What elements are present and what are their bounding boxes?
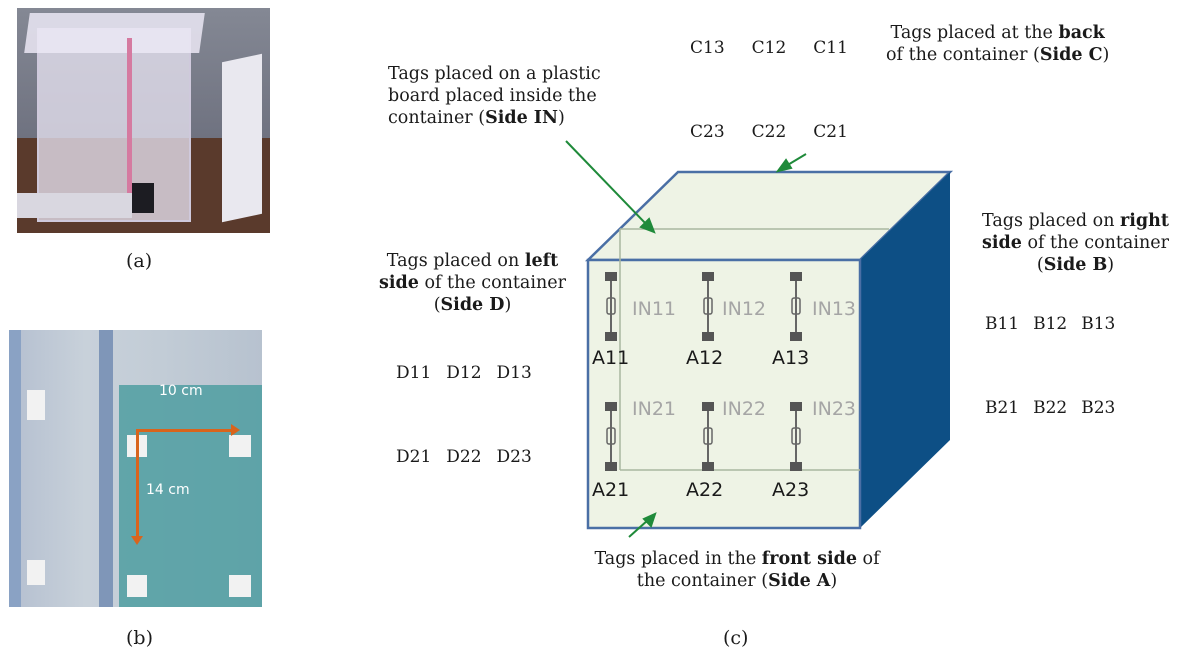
rfid-tag-icon xyxy=(605,402,617,471)
tag-b22: B22 xyxy=(1033,398,1068,418)
side-c-row-2: C23 C22 C21 xyxy=(690,122,848,142)
tag-label-in22: IN22 xyxy=(722,398,766,420)
note-back: Tags placed at the back of the container… xyxy=(886,23,1110,65)
photo-a-container xyxy=(17,8,270,233)
tag-label-a11: A11 xyxy=(592,347,630,369)
rfid-tag-icon xyxy=(790,272,802,341)
tag-b13: B13 xyxy=(1081,314,1116,334)
rfid-tag-icon xyxy=(702,272,714,341)
tag-d23: D23 xyxy=(496,447,532,467)
tag-label-a12: A12 xyxy=(686,347,724,369)
caption-c: (c) xyxy=(723,627,749,649)
width-arrow xyxy=(137,429,237,432)
note-inside: Tags placed on a plastic board placed in… xyxy=(388,64,601,128)
tag-b12: B12 xyxy=(1033,314,1068,334)
tag-b11: B11 xyxy=(985,314,1020,334)
tag-label-a22: A22 xyxy=(686,479,724,501)
tag-b23: B23 xyxy=(1081,398,1116,418)
caption-a: (a) xyxy=(126,250,153,272)
note-right: Tags placed on right side of the contain… xyxy=(982,211,1169,275)
tag-c12: C12 xyxy=(751,38,787,58)
side-c-row-1: C13 C12 C11 xyxy=(690,38,848,58)
tag-label-in11: IN11 xyxy=(632,298,676,320)
height-arrow xyxy=(136,429,139,541)
tag-d21: D21 xyxy=(396,447,432,467)
tag-c22: C22 xyxy=(751,122,787,142)
tag-d12: D12 xyxy=(446,363,482,383)
tag-c21: C21 xyxy=(813,122,848,142)
cube-right-face xyxy=(860,172,950,528)
tag-d22: D22 xyxy=(446,447,482,467)
tag-c23: C23 xyxy=(690,122,725,142)
side-b-row-1: B11 B12 B13 xyxy=(985,314,1115,334)
tag-label-a21: A21 xyxy=(592,479,630,501)
tag-b21: B21 xyxy=(985,398,1020,418)
rfid-tag-icon xyxy=(790,402,802,471)
side-d-row-2: D21 D22 D23 xyxy=(396,447,532,467)
rfid-tag-icon xyxy=(702,402,714,471)
height-label: 14 cm xyxy=(146,482,190,498)
tag-label-a23: A23 xyxy=(772,479,810,501)
tag-label-in12: IN12 xyxy=(722,298,766,320)
tag-d13: D13 xyxy=(496,363,532,383)
arrow-back xyxy=(775,153,807,173)
side-b-row-2: B21 B22 B23 xyxy=(985,398,1115,418)
rfid-tag-icon xyxy=(605,272,617,341)
arrow-inside xyxy=(565,140,656,234)
width-label: 10 cm xyxy=(159,383,203,399)
photo-b-container: 10 cm 14 cm xyxy=(9,330,262,607)
tag-label-a13: A13 xyxy=(772,347,810,369)
side-d-row-1: D11 D12 D13 xyxy=(396,363,532,383)
cube-front-face xyxy=(586,258,862,530)
note-front: Tags placed in the front side of the con… xyxy=(594,549,880,591)
tag-label-in23: IN23 xyxy=(812,398,856,420)
tag-label-in21: IN21 xyxy=(632,398,676,420)
arrow-front xyxy=(628,512,657,538)
tag-c13: C13 xyxy=(690,38,725,58)
note-left: Tags placed on left side of the containe… xyxy=(379,251,566,315)
tag-label-in13: IN13 xyxy=(812,298,856,320)
tag-c11: C11 xyxy=(813,38,848,58)
tag-d11: D11 xyxy=(396,363,432,383)
caption-b: (b) xyxy=(126,627,153,649)
